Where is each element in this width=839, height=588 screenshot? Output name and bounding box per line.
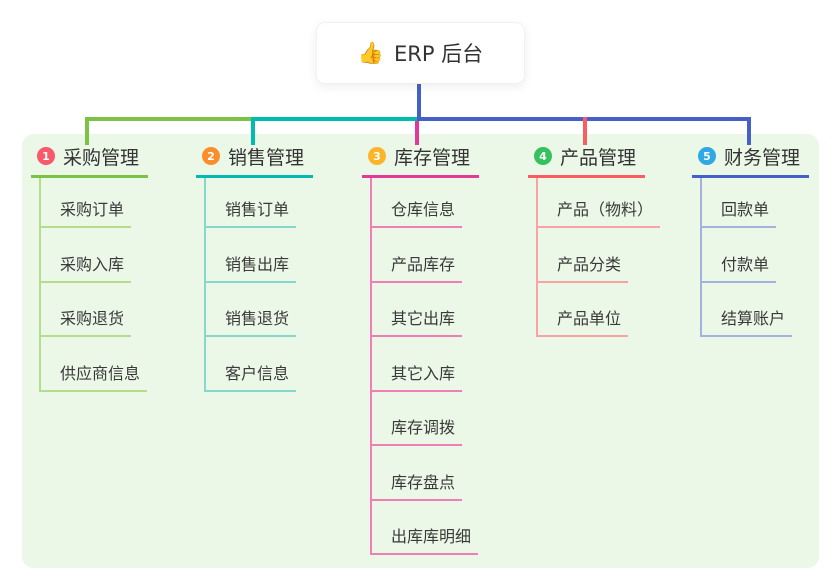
root-label: ERP 后台 <box>393 42 484 66</box>
branch-purchase: 1 采购管理 采购订单 采购入库 采购退货 供应商信息 <box>31 145 149 392</box>
branch-label: 产品管理 <box>560 146 637 169</box>
node-sales-outbound[interactable]: 销售出库 <box>206 228 297 283</box>
node-label: 仓库信息 <box>372 196 463 228</box>
node-product-stock[interactable]: 产品库存 <box>372 228 478 283</box>
branch-label: 采购管理 <box>63 146 140 169</box>
node-label: 客户信息 <box>206 360 297 392</box>
badge-4-icon: 4 <box>534 147 552 165</box>
drop-connector-finance <box>747 117 751 145</box>
node-outbound-detail[interactable]: 出库库明细 <box>372 501 479 555</box>
node-payment-bill[interactable]: 付款单 <box>702 228 792 283</box>
node-product-material[interactable]: 产品（物料） <box>538 178 661 228</box>
badge-3-icon: 3 <box>368 147 386 165</box>
branch-sales: 2 销售管理 销售订单 销售出库 销售退货 客户信息 <box>196 145 314 392</box>
node-label: 结算账户 <box>702 305 793 337</box>
branch-children: 仓库信息 产品库存 其它出库 其它入库 库存调拨 库存盘点 出库库明细 <box>370 178 479 555</box>
node-product-unit[interactable]: 产品单位 <box>538 283 660 337</box>
badge-2-icon: 2 <box>202 147 220 165</box>
branch-inventory: 3 库存管理 仓库信息 产品库存 其它出库 其它入库 库存调拨 库存盘点 出库库… <box>362 145 480 555</box>
node-label: 产品分类 <box>538 251 629 283</box>
branch-finance: 5 财务管理 回款单 付款单 结算账户 <box>692 145 810 337</box>
node-other-inbound[interactable]: 其它入库 <box>372 337 478 392</box>
node-label: 其它出库 <box>372 305 463 337</box>
branch-title-inventory[interactable]: 3 库存管理 <box>362 145 480 178</box>
node-warehouse-info[interactable]: 仓库信息 <box>372 178 478 228</box>
branch-product: 4 产品管理 产品（物料） 产品分类 产品单位 <box>528 145 661 337</box>
node-sales-order[interactable]: 销售订单 <box>206 178 297 228</box>
node-stock-transfer[interactable]: 库存调拨 <box>372 392 478 446</box>
bus-connector-left <box>85 117 253 121</box>
branch-title-finance[interactable]: 5 财务管理 <box>692 145 810 178</box>
node-label: 产品库存 <box>372 251 463 283</box>
node-label: 库存调拨 <box>372 414 463 446</box>
node-label: 采购退货 <box>41 305 132 337</box>
node-supplier-info[interactable]: 供应商信息 <box>41 337 148 392</box>
thumbs-up-icon: 👍 <box>357 40 384 65</box>
panel <box>22 134 819 568</box>
branch-label: 库存管理 <box>394 146 471 169</box>
node-receipt-bill[interactable]: 回款单 <box>702 178 792 228</box>
node-other-outbound[interactable]: 其它出库 <box>372 283 478 337</box>
bus-connector-middle <box>253 117 417 121</box>
root-stem-connector <box>417 81 421 118</box>
node-label: 供应商信息 <box>41 360 148 392</box>
node-product-category[interactable]: 产品分类 <box>538 228 660 283</box>
node-label: 其它入库 <box>372 360 463 392</box>
branch-title-purchase[interactable]: 1 采购管理 <box>31 145 149 178</box>
node-label: 付款单 <box>702 251 777 283</box>
branch-title-sales[interactable]: 2 销售管理 <box>196 145 314 178</box>
node-settlement-account[interactable]: 结算账户 <box>702 283 793 337</box>
branch-children: 销售订单 销售出库 销售退货 客户信息 <box>204 178 297 392</box>
badge-1-icon: 1 <box>37 147 55 165</box>
node-purchase-inbound[interactable]: 采购入库 <box>41 228 147 283</box>
branch-children: 产品（物料） 产品分类 产品单位 <box>536 178 661 337</box>
node-label: 销售订单 <box>206 196 297 228</box>
node-customer-info[interactable]: 客户信息 <box>206 337 297 392</box>
node-label: 销售出库 <box>206 251 297 283</box>
badge-5-icon: 5 <box>698 147 716 165</box>
node-stock-taking[interactable]: 库存盘点 <box>372 446 478 501</box>
node-purchase-order[interactable]: 采购订单 <box>41 178 147 228</box>
branch-label: 财务管理 <box>724 146 801 169</box>
node-label: 库存盘点 <box>372 469 463 501</box>
node-label: 回款单 <box>702 196 777 228</box>
node-label: 产品单位 <box>538 305 629 337</box>
drop-connector-inventory <box>415 121 419 145</box>
branch-label: 销售管理 <box>228 146 305 169</box>
drop-connector-sales <box>251 117 255 145</box>
branch-title-product[interactable]: 4 产品管理 <box>528 145 646 178</box>
node-sales-return[interactable]: 销售退货 <box>206 283 297 337</box>
node-label: 销售退货 <box>206 305 297 337</box>
node-label: 采购订单 <box>41 196 132 228</box>
branch-children: 采购订单 采购入库 采购退货 供应商信息 <box>39 178 148 392</box>
branch-children: 回款单 付款单 结算账户 <box>700 178 793 337</box>
drop-connector-purchase <box>85 117 89 145</box>
drop-connector-product <box>583 117 587 145</box>
root-node[interactable]: 👍 ERP 后台 <box>316 22 525 84</box>
node-label: 采购入库 <box>41 251 132 283</box>
node-label: 出库库明细 <box>372 523 479 555</box>
node-label: 产品（物料） <box>538 196 661 228</box>
node-purchase-return[interactable]: 采购退货 <box>41 283 147 337</box>
